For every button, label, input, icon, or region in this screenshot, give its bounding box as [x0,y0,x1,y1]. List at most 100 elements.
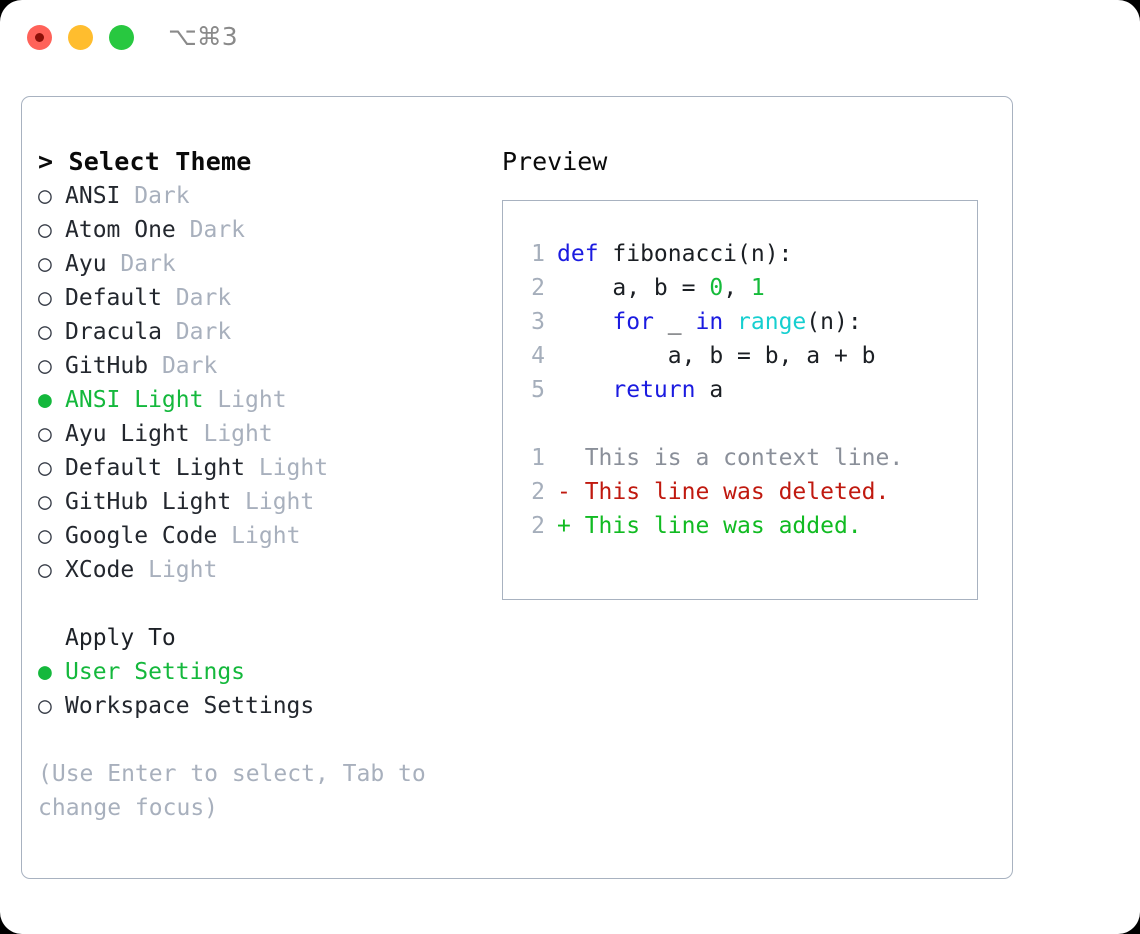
theme-option-name: Google Code [65,523,218,549]
line-number: 1 [531,241,545,267]
maximize-button[interactable] [109,25,134,50]
theme-option-category: Dark [148,353,218,379]
theme-option-category: Light [217,523,301,549]
radio-unselected-icon[interactable]: ○ [38,557,52,583]
theme-option[interactable]: ○ Atom One Dark [38,213,488,247]
code-keyword: def [557,241,599,267]
code-line-content: def fibonacci(n): [557,237,792,271]
code-line-content: a, b = 0, 1 [557,271,765,305]
theme-option[interactable]: ○ANSI Dark [38,179,488,213]
diff-marker: - [557,479,585,505]
theme-option-category: Light [231,489,315,515]
theme-option-name: Ayu Light [65,421,190,447]
code-function: range [737,309,807,335]
theme-option-category: Light [134,557,218,583]
code-line: 2 a, b = 0, 1 [515,271,969,305]
theme-option[interactable]: ○ GitHub Dark [38,349,488,383]
radio-unselected-icon[interactable]: ○ [38,523,52,549]
theme-list: ○ ANSI Dark ○ Atom One Dark ○ Ayu Dark ○ Defaul… [38,179,488,587]
apply-to-label: Apply To [65,625,176,651]
theme-option[interactable]: ○ Default Light Light [38,451,488,485]
diff-marker: + [557,513,585,539]
main-panel: > Select Theme ○ANSI Dark○Atom One Dark○… [21,96,1013,879]
line-number: 1 [531,445,545,471]
radio-unselected-icon[interactable]: ○ [38,489,52,515]
code-keyword: return [612,377,696,403]
code-text: fibonacci(n): [598,241,793,267]
section-header-select-theme: > Select Theme [38,147,252,176]
theme-option-name: Dracula [65,319,162,345]
theme-option[interactable]: ○ Default Dark [38,281,488,315]
title-bar: ⌥⌘3 [0,0,1140,78]
apply-to-option[interactable]: ●User Settings [38,655,488,689]
diff-added-line: 2+ This line was added. [515,509,969,543]
diff-marker [557,441,585,475]
window-controls [27,25,134,50]
code-text: (n): [806,309,862,335]
radio-unselected-icon[interactable]: ○ [38,353,52,379]
radio-unselected-icon[interactable]: ○ [38,455,52,481]
keyboard-shortcut-label: ⌥⌘3 [168,22,238,51]
theme-option[interactable]: ○Ayu Light Light [38,417,488,451]
code-line-content: a, b = b, a + b [557,339,876,373]
code-text [557,377,612,403]
code-line: 1 def fibonacci(n): [515,237,969,271]
theme-option-category: Dark [161,285,232,311]
close-button[interactable] [27,25,52,50]
radio-unselected-icon[interactable]: ○ [38,319,52,345]
diff-context-line: 1 This is a context line. [515,441,969,475]
theme-option[interactable]: ○ Ayu Dark [38,247,488,281]
theme-option-name: GitHub [65,353,149,379]
code-line-content: return a [557,373,723,407]
theme-option[interactable]: ○ GitHub Light Light [38,485,488,519]
apply-to-option[interactable]: ○ Workspace Settings [38,689,488,723]
radio-unselected-icon[interactable]: ○ [38,217,52,243]
radio-selected-icon[interactable]: ● [38,387,52,413]
theme-option-name: Ayu [65,251,107,277]
theme-option-name: XCode [65,557,135,583]
theme-option-category: Dark [106,251,176,277]
theme-option[interactable]: ○ XCode Light [38,553,488,587]
diff-line-text: This is a context line. [584,445,904,471]
code-number: 1 [750,275,765,301]
line-number: 2 [531,479,545,505]
code-line: 3 for _ in range(n): [515,305,969,339]
line-number: 4 [531,343,545,369]
code-text: a [695,377,724,403]
radio-unselected-icon[interactable]: ○ [38,285,52,311]
code-keyword: for [612,309,654,335]
theme-option[interactable]: ○ Google Code Light [38,519,488,553]
code-text: _ [653,309,696,335]
theme-option-category: Light [245,455,329,481]
radio-unselected-icon[interactable]: ○ [38,251,52,277]
code-number: 0 [709,275,724,301]
apply-to-option-name: Workspace Settings [65,693,315,719]
theme-option-name: ANSI [65,183,121,209]
radio-unselected-icon[interactable]: ○ [38,183,52,209]
theme-option-category: Dark [161,319,232,345]
theme-option-name: Default [65,285,162,311]
code-keyword: in [695,309,724,335]
theme-option-name: Atom One [65,217,176,243]
code-line: 5 return a [515,373,969,407]
theme-option[interactable]: ○ Dracula Dark [38,315,488,349]
line-number: 3 [531,309,545,335]
theme-selector-column: > Select Theme ○ANSI Dark○Atom One Dark○… [38,145,488,825]
keyboard-hint-text: (Use Enter to select, Tab to change focu… [38,761,440,821]
radio-selected-icon[interactable]: ● [38,659,52,685]
code-line: 4 a, b = b, a + b [515,339,969,373]
code-text: , [723,275,751,301]
minimize-button[interactable] [68,25,93,50]
theme-option-name: GitHub Light [65,489,232,515]
theme-option-name: Default Light [65,455,246,481]
diff-line-text: This line was deleted. [584,479,890,505]
radio-unselected-icon[interactable]: ○ [38,421,52,447]
radio-unselected-icon[interactable]: ○ [38,693,52,719]
line-number: 2 [531,275,545,301]
theme-option-category: Dark [175,217,246,243]
theme-option[interactable]: ●ANSI Light Light [38,383,488,417]
code-diff-separator [515,407,969,441]
